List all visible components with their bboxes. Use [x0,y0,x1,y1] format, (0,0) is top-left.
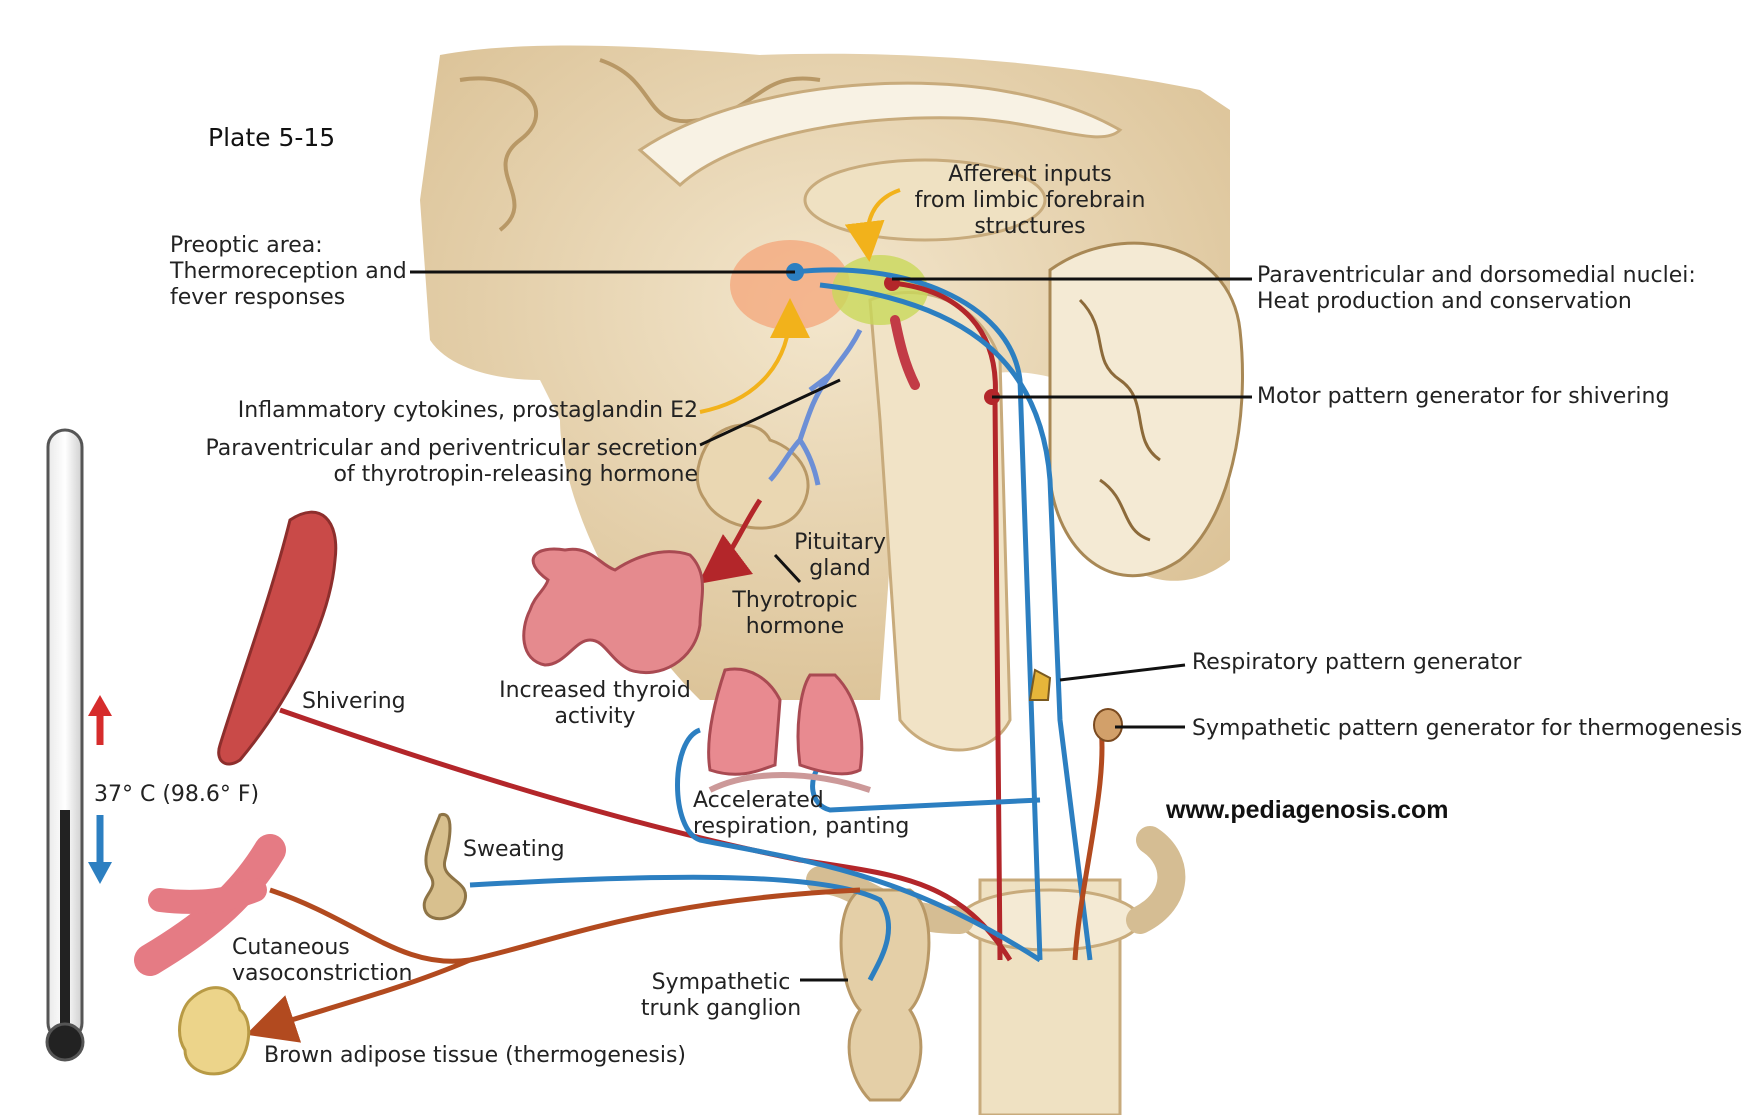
preoptic-area [730,240,850,330]
pituitary-gland [695,423,810,530]
plate-number: Plate 5-15 [208,123,336,152]
thermometer-bulb [45,1022,85,1062]
thermometer-column [60,810,70,1040]
heat-up-arrow-head [88,695,112,716]
label-respiration: Accelerated respiration, panting [693,788,910,839]
leader-trh [699,378,841,447]
label-cutaneous-vasoconstriction: Cutaneous vasoconstriction [232,935,413,986]
thermometer [45,428,112,1062]
spinal-cord-section [958,888,1142,952]
website-watermark: www.pediagenosis.com [1166,796,1449,824]
label-cytokines: Inflammatory cytokines, prostaglandin E2 [237,398,698,423]
left-lung [707,667,782,776]
label-afferent-inputs: Afferent inputs from limbic forebrain st… [914,162,1146,239]
afferent-arrow [844,188,901,262]
sympathetic-pathway [1072,719,1105,961]
sweat-gland [422,813,467,921]
vasoconstriction-output [269,887,861,964]
sweating-output [469,874,892,982]
blue-pathway [794,267,1043,961]
label-brown-adipose-tissue: Brown adipose tissue (thermogenesis) [264,1043,686,1068]
label-preoptic-area: Preoptic area: Thermoreception and fever… [170,233,407,310]
label-temperature: 37° C (98.6° F) [94,782,260,807]
leader-thyrotropic [773,553,802,584]
gyrus-fold [459,76,538,232]
cool-down-arrow-head [88,862,112,884]
label-thyrotropic-hormone: Thyrotropic hormone [732,588,858,639]
thyrotropic-arrow [698,498,763,585]
brown-fat-arrow [245,957,471,1043]
label-motor-pattern-generator: Motor pattern generator for shivering [1257,384,1670,409]
respiratory-generator [1028,668,1052,701]
portal-vessels [768,328,863,486]
blood-vessel [134,834,286,976]
sympathetic-trunk-ganglion [839,888,931,1102]
brainstem [868,291,1012,752]
hypophyseal-artery [890,315,920,390]
blood-vessel-branch [148,878,267,914]
label-sympathetic-generator: Sympathetic pattern generator for thermo… [1192,716,1743,741]
brown-adipose-tissue [178,986,251,1076]
right-lung [796,673,864,776]
label-trh-secretion: Paraventricular and periventricular secr… [205,436,698,487]
leader-respiratory [1059,663,1186,682]
thyroid-gland [522,547,704,675]
corpus-callosum [637,81,1123,188]
cerebellar-folia [1078,298,1161,542]
cerebellum [1048,241,1244,578]
sympathetic-generator [1093,708,1123,742]
leader-lines [410,270,1252,982]
label-thyroid-activity: Increased thyroid activity [499,678,691,729]
label-respiratory-generator: Respiratory pattern generator [1192,650,1522,675]
respiration-output-2 [675,727,1042,963]
label-sympathetic-trunk-ganglion: Sympathetic trunk ganglion [640,970,802,1021]
label-sweating: Sweating [463,837,565,862]
cytokine-arrow [699,298,810,414]
skeletal-muscle [217,510,338,766]
label-shivering: Shivering [302,689,406,714]
label-pvn-dmh: Paraventricular and dorsomedial nuclei: … [1257,263,1696,314]
diaphragm [708,772,871,793]
red-pathway [891,280,1003,961]
label-pituitary-gland: Pituitary gland [794,530,886,581]
brain-section [420,45,1244,1115]
blue-pathway-2 [819,282,1093,961]
